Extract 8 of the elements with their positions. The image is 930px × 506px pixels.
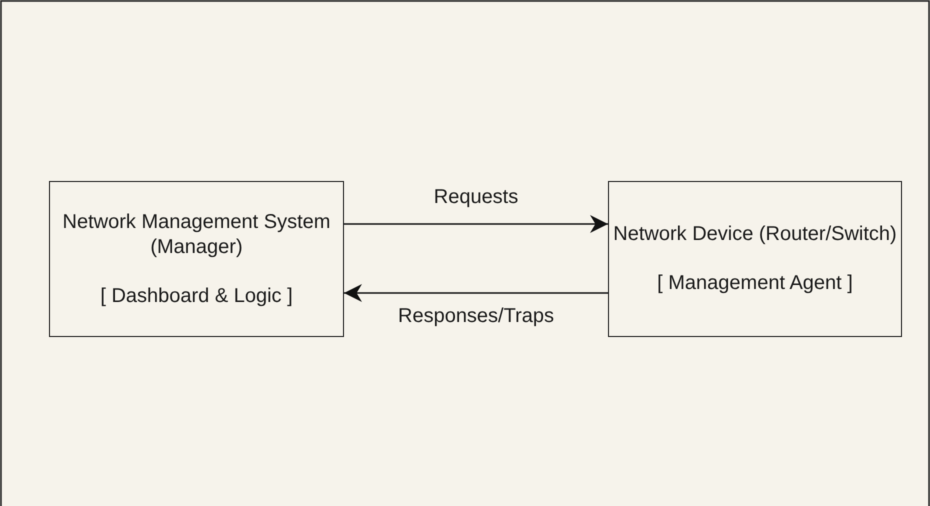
process-box [608, 181, 902, 337]
node-subtitle: [ Dashboard & Logic ] [100, 284, 293, 308]
arrow [344, 215, 608, 233]
node-title: Network Management System (Manager) [62, 210, 332, 260]
node-subtitle: [ Management Agent ] [657, 271, 853, 296]
arrow [344, 284, 608, 302]
node-title: Network Device (Router/Switch) [613, 222, 897, 247]
process-box [49, 181, 344, 337]
